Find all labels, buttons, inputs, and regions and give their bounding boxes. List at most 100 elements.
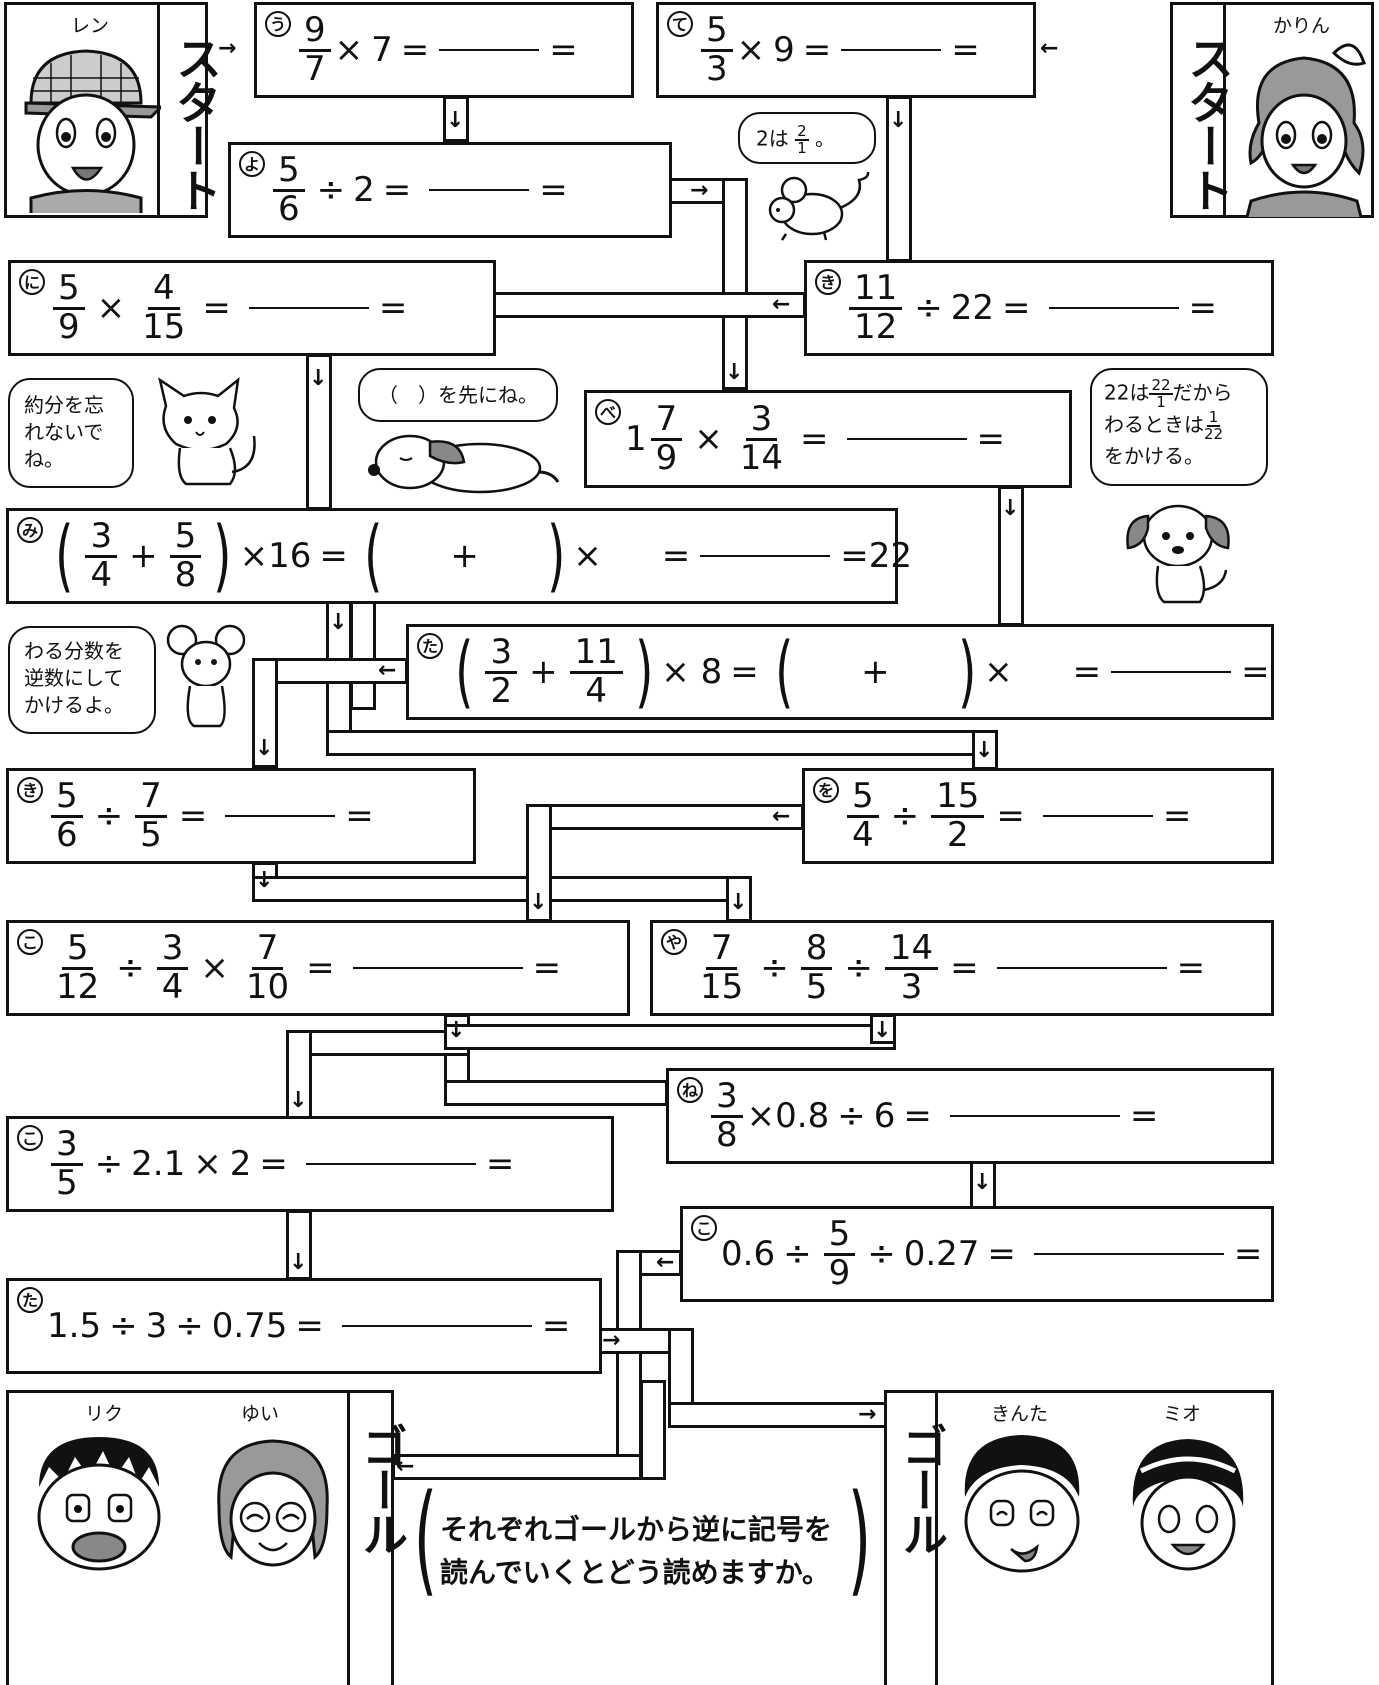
mio-illustration [1113,1427,1263,1577]
fraction: 54 [847,779,879,853]
problem-label: こ [691,1215,717,1241]
path-segment [350,600,376,710]
sleeping-dog-illustration [360,422,560,494]
answer-blank[interactable] [1034,1253,1224,1255]
question-paren-left: ( [414,1480,437,1600]
problem-label: き [815,269,841,295]
arrow-right: → [602,1330,620,1352]
fraction: 21 [795,124,809,156]
equation: 97 ×7== [295,5,578,95]
problem-box-mi: み ( 34 + 58 )×16= (+) ×==22 [6,508,898,604]
equation: 715 ÷ 85 ÷ 143 == [691,923,1205,1013]
arrow-down: ↓ [447,1020,465,1042]
arrow-down: ↓ [255,738,273,760]
answer-blank[interactable] [439,49,539,51]
problem-box-be: べ 1 79 × 314 == [584,390,1072,488]
arrow-right: → [690,180,708,202]
equation: 512 ÷ 34 × 710 == [47,923,561,1013]
path-segment [286,1030,470,1056]
equation: 1 79 × 314 == [625,393,1005,485]
start-panel-ren: レン スタート [4,2,208,218]
arrow-down: ↓ [309,368,327,390]
answer-blank[interactable] [950,1115,1120,1117]
arrow-down: ↓ [329,612,347,634]
equation: 1112 ÷22== [845,263,1217,353]
arrow-left: ← [772,294,790,316]
path-segment [616,1250,642,1480]
problem-label: よ [239,151,265,177]
problem-box-te: て 53 ×9== [656,2,1036,98]
answer-blank[interactable] [1043,815,1153,817]
arrow-down: ↓ [1001,498,1019,520]
equation: 1.5÷3÷0.75== [47,1281,570,1371]
standing-mouse-illustration [164,620,250,732]
answer-blank[interactable] [700,555,830,557]
answer-blank[interactable] [342,1325,532,1327]
answer-blank[interactable] [249,307,369,309]
problem-label: こ [17,1125,43,1151]
start-label: スタート [163,35,229,211]
fraction: 34 [85,519,117,593]
arrow-down: ↓ [975,740,993,762]
answer-blank[interactable] [306,1163,476,1165]
problem-box-ta-2: た 1.5÷3÷0.75== [6,1278,602,1374]
arrow-down: ↓ [289,1090,307,1112]
path-segment [444,1024,896,1050]
cat-illustration [146,376,266,490]
answer-blank[interactable] [841,49,941,51]
answer-blank[interactable] [225,815,335,817]
answer-blank[interactable] [353,967,523,969]
hint-bubble-dog-mid: （ ）を先にね。 [358,368,558,422]
fraction: 79 [651,402,683,476]
path-segment [722,178,748,390]
path-segment [492,292,806,318]
fraction: 38 [711,1079,743,1153]
arrow-down: ↓ [973,1172,991,1194]
fraction: 314 [735,402,788,476]
answer-blank[interactable] [847,438,967,440]
problem-box-ko-1: こ 512 ÷ 34 × 710 == [6,920,630,1016]
arrow-down: ↓ [255,870,273,892]
ren-illustration [11,33,161,213]
problem-box-yo: よ 56 ÷2== [228,142,672,238]
path-segment [326,730,998,756]
problem-label: や [661,929,687,955]
path-segment [444,1080,668,1106]
answer-blank[interactable] [997,967,1167,969]
karin-illustration [1229,33,1374,217]
arrow-down: ↓ [725,362,743,384]
arrow-down: ↓ [529,892,547,914]
problem-label: た [17,1287,43,1313]
arrow-down: ↓ [289,1252,307,1274]
question-text: それぞれゴールから逆に記号を読んでいくとどう読めますか。 [440,1508,840,1595]
problem-label: き [17,777,43,803]
goal-panel-left: リク ゆい ゴール [6,1390,394,1685]
fraction: 122 [1204,410,1223,442]
arrow-left: ← [772,806,790,828]
problem-label: ね [677,1077,703,1103]
path-segment [526,804,804,830]
answer-blank[interactable] [1111,671,1231,673]
path-segment [252,876,752,902]
answer-blank[interactable] [429,189,529,191]
answer-blank[interactable] [1049,307,1179,309]
problem-label: べ [595,399,621,425]
arrow-down: ↓ [889,110,907,132]
